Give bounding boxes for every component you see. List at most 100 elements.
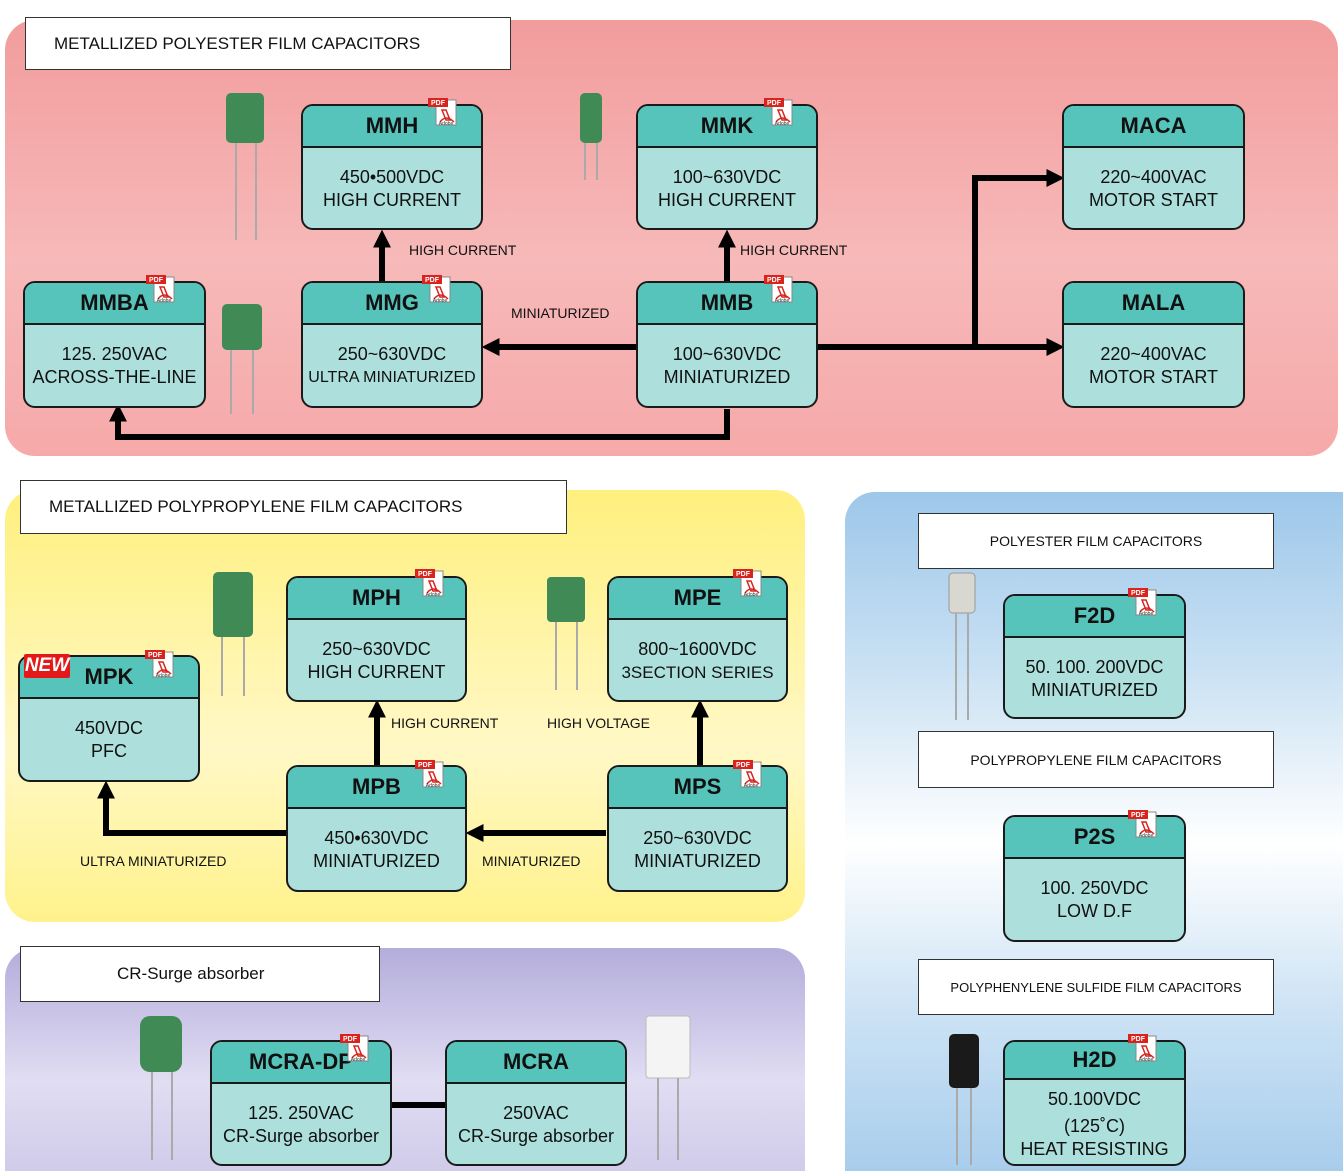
product-spec: 450VDC	[74, 718, 144, 738]
product-type: MINIATURIZED	[313, 851, 440, 871]
product-spec: 800~1600VDC	[638, 639, 757, 659]
capacitor-photo-icon	[547, 577, 585, 690]
product-spec: 50. 100. 200VDC	[1025, 657, 1164, 677]
product-spec: 450•630VDC	[324, 828, 429, 848]
product-box-h2d[interactable]: H2D 50.100VDC (125˚C) HEAT RESISTING	[1003, 1040, 1186, 1166]
arrow-mmb-maca	[972, 169, 1065, 347]
arrow-mmb-mmba	[109, 403, 730, 440]
capacitor-photo-icon	[580, 93, 602, 180]
svg-text:PDF: PDF	[343, 1036, 358, 1043]
svg-text:PDF: PDF	[767, 100, 782, 107]
svg-text:Adobe: Adobe	[156, 673, 171, 678]
label-high-current-mmk: HIGH CURRENT	[740, 242, 848, 258]
svg-text:PDF: PDF	[736, 762, 751, 769]
product-name: MACA	[1064, 106, 1243, 148]
product-type: 3SECTION SERIES	[621, 663, 774, 682]
svg-text:Adobe: Adobe	[1139, 611, 1154, 616]
product-type: MINIATURIZED	[634, 851, 761, 871]
svg-text:Adobe: Adobe	[1139, 1057, 1154, 1062]
polypropylene-section-title: METALLIZED POLYPROPYLENE FILM CAPACITORS	[20, 480, 567, 534]
film-pps-title: POLYPHENYLENE SULFIDE FILM CAPACITORS	[918, 959, 1274, 1015]
capacitor-photo-icon	[645, 1015, 691, 1160]
svg-text:Adobe: Adobe	[775, 121, 790, 126]
svg-text:PDF: PDF	[418, 571, 433, 578]
product-spec: 100~630VDC	[672, 344, 782, 364]
product-type: HIGH CURRENT	[323, 190, 461, 210]
product-type: CR-Surge absorber	[222, 1126, 380, 1146]
svg-text:PDF: PDF	[1131, 812, 1146, 819]
product-spec: 100. 250VDC	[1040, 878, 1149, 898]
product-spec: 220~400VAC	[1100, 167, 1207, 187]
pdf-adobe-icon[interactable]: PDF Adobe	[422, 275, 452, 303]
product-name: MPK	[20, 657, 198, 699]
capacitor-photo-icon	[140, 1016, 182, 1160]
product-type: ACROSS-THE-LINE	[32, 367, 197, 387]
pdf-adobe-icon[interactable]: PDF Adobe	[415, 760, 445, 788]
product-type: LOW D.F	[1057, 901, 1132, 921]
svg-text:Adobe: Adobe	[1139, 833, 1154, 838]
pdf-adobe-icon[interactable]: PDF Adobe	[764, 98, 794, 126]
product-spec: 100~630VDC	[672, 167, 782, 187]
capacitor-photo-icon	[948, 572, 976, 720]
svg-text:Adobe: Adobe	[426, 592, 441, 597]
product-name: MMG	[303, 283, 481, 325]
product-spec: 450•500VDC	[339, 167, 445, 187]
svg-text:Adobe: Adobe	[744, 592, 759, 597]
new-badge: NEW	[24, 654, 70, 678]
svg-text:PDF: PDF	[418, 762, 433, 769]
product-name: MCRA	[447, 1042, 625, 1084]
svg-text:PDF: PDF	[1131, 1036, 1146, 1043]
svg-text:Adobe: Adobe	[157, 298, 172, 303]
pdf-adobe-icon[interactable]: PDF Adobe	[428, 98, 458, 126]
svg-text:Adobe: Adobe	[351, 1057, 366, 1062]
product-type: MOTOR START	[1088, 190, 1218, 210]
svg-text:PDF: PDF	[431, 100, 446, 107]
product-type: ULTRA MINIATURIZED	[308, 369, 476, 386]
product-type: MINIATURIZED	[1031, 680, 1158, 700]
pdf-adobe-icon[interactable]: PDF Adobe	[1128, 810, 1158, 838]
product-type: HEAT RESISTING	[1020, 1139, 1169, 1159]
product-name: MALA	[1064, 283, 1243, 325]
film-polyester-title: POLYESTER FILM CAPACITORS	[918, 513, 1274, 569]
product-temp: (125˚C)	[1063, 1116, 1125, 1136]
product-spec: 50.100VDC	[1047, 1089, 1142, 1109]
product-box-maca[interactable]: MACA 220~400VAC MOTOR START	[1062, 104, 1245, 230]
product-type: PFC	[91, 741, 127, 761]
pdf-adobe-icon[interactable]: PDF Adobe	[415, 569, 445, 597]
product-spec: 250~630VDC	[643, 828, 752, 848]
pdf-adobe-icon[interactable]: PDF Adobe	[340, 1034, 370, 1062]
label-high-current-mph: HIGH CURRENT	[391, 715, 499, 731]
svg-text:Adobe: Adobe	[744, 783, 759, 788]
arrow-mpb-mpk	[97, 780, 286, 836]
capacitor-photo-icon	[949, 1034, 979, 1165]
product-spec: 250~630VDC	[322, 639, 431, 659]
product-type: CR-Surge absorber	[457, 1126, 615, 1146]
product-type: HIGH CURRENT	[658, 190, 796, 210]
svg-text:Adobe: Adobe	[439, 121, 454, 126]
svg-text:Adobe: Adobe	[426, 783, 441, 788]
product-spec: 220~400VAC	[1100, 344, 1207, 364]
svg-text:PDF: PDF	[425, 277, 440, 284]
surge-section-title: CR-Surge absorber	[20, 946, 380, 1002]
product-spec: 125. 250VAC	[248, 1103, 354, 1123]
pdf-adobe-icon[interactable]: PDF Adobe	[1128, 1034, 1158, 1062]
product-name: H2D	[1005, 1042, 1184, 1080]
svg-text:Adobe: Adobe	[433, 298, 448, 303]
pdf-adobe-icon[interactable]: PDF Adobe	[733, 760, 763, 788]
